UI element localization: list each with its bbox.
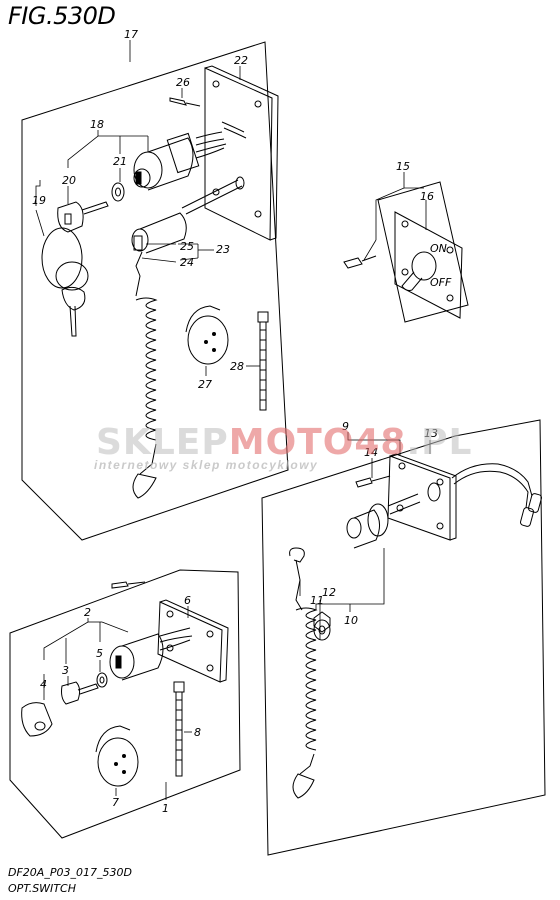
callout-26: 26	[176, 76, 190, 89]
callout-15: 15	[396, 160, 410, 173]
callout-14: 14	[364, 446, 378, 459]
callout-5: 5	[96, 647, 103, 660]
leader-lines	[35, 40, 431, 800]
svg-text:OFF: OFF	[430, 276, 452, 289]
stop-switch-25	[131, 212, 187, 254]
callout-17: 17	[124, 28, 138, 41]
callout-21: 21	[113, 155, 127, 168]
callout-22: 22	[234, 54, 248, 67]
switch-16-plate: ON OFF	[394, 211, 463, 319]
kit-1-frame	[9, 569, 241, 839]
figure-title: FIG.530D	[8, 2, 116, 30]
footer-name: OPT.SWITCH	[8, 882, 76, 895]
key-3	[61, 681, 99, 705]
callout-28: 28	[230, 360, 244, 373]
callout-18: 18	[90, 118, 104, 131]
watermark-part-1: SKLEP	[96, 422, 229, 463]
callout-16: 16	[420, 190, 434, 203]
callout-27: 27	[198, 378, 212, 391]
lanyard-24	[132, 251, 158, 499]
plate-6	[157, 599, 229, 683]
callout-19: 19	[32, 194, 46, 207]
callout-numbers: 17 26 22 18 21 20 19 25 23 24 27 28 15 1…	[32, 28, 438, 815]
cable-harness-13	[451, 463, 542, 527]
cap-7	[95, 725, 139, 787]
cap-27	[185, 305, 229, 365]
watermark-part-3: 48	[354, 422, 407, 463]
kit-17-frame	[21, 41, 289, 541]
nut-5	[96, 672, 108, 688]
nut-21	[111, 182, 125, 202]
plate-22	[204, 65, 279, 241]
callout-2: 2	[84, 606, 91, 619]
callout-6: 6	[184, 594, 191, 607]
callout-10: 10	[344, 614, 358, 627]
callout-13: 13	[424, 427, 438, 440]
watermark-tagline: internetowy sklep motocyklowy	[94, 458, 319, 472]
stop-rod	[181, 176, 245, 215]
lanyard-11	[289, 547, 318, 799]
footer-code: DF20A_P03_017_530D	[8, 866, 132, 879]
cable-tie-8	[173, 681, 185, 777]
callout-20: 20	[62, 174, 76, 187]
callout-24: 24	[180, 256, 194, 269]
ignition-switch-18	[133, 121, 247, 191]
nut-12	[313, 611, 331, 641]
screw-15	[343, 255, 377, 269]
screw-14	[355, 475, 391, 488]
ignition-switch-2	[109, 627, 193, 681]
callout-8: 8	[194, 726, 201, 739]
callout-12: 12	[322, 586, 336, 599]
svg-text:ON: ON	[430, 242, 447, 255]
callout-23: 23	[216, 243, 230, 256]
callout-7: 7	[112, 796, 119, 809]
stop-switch-10	[346, 493, 421, 549]
callout-3: 3	[62, 664, 69, 677]
watermark-part-4: .PL	[406, 422, 473, 463]
callout-1: 1	[162, 802, 169, 815]
key-20	[57, 201, 109, 233]
cable-tie-28	[257, 311, 269, 411]
watermark-part-2: MOTO	[228, 422, 355, 463]
watermark-logo: SKLEPMOTO48.PL	[96, 422, 472, 463]
key-4	[21, 702, 53, 737]
kit-9-frame	[261, 419, 546, 856]
screw-1-kit	[111, 581, 146, 589]
plate-13	[387, 453, 457, 541]
callout-9: 9	[342, 420, 349, 433]
key-ring-19	[41, 227, 89, 337]
callout-4: 4	[40, 678, 47, 691]
screw-26	[169, 97, 201, 107]
callout-11: 11	[310, 594, 324, 607]
callout-25: 25	[180, 240, 194, 253]
